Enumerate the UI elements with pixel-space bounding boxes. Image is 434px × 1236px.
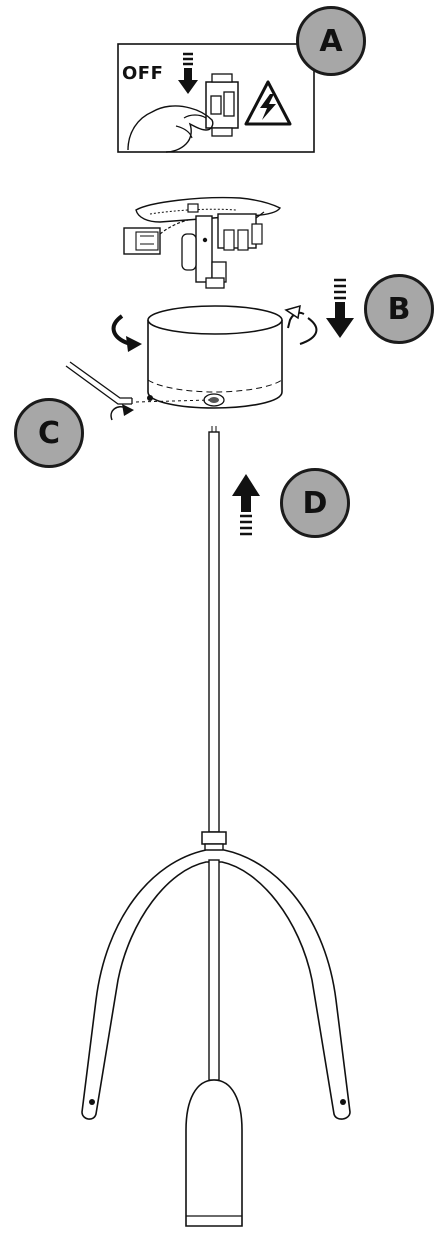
down-arrow-icon <box>326 278 354 338</box>
off-label: OFF <box>122 63 164 84</box>
step-a-badge: A <box>296 6 366 76</box>
step-b-badge: B <box>364 274 434 344</box>
rotate-arrow-icon <box>111 314 142 352</box>
up-arrow-icon <box>232 474 260 536</box>
allen-key-icon <box>65 361 211 421</box>
step-c-badge: C <box>14 398 84 468</box>
power-cord <box>208 426 220 833</box>
power-off-panel <box>117 43 315 153</box>
lamp-socket <box>185 859 243 1227</box>
breaker-switch-icon <box>205 73 239 137</box>
canopy <box>147 305 283 409</box>
high-voltage-warning-icon <box>244 80 292 126</box>
rotate-arrow-icon <box>284 304 318 345</box>
hand-illustration <box>127 105 214 153</box>
ceiling-bracket <box>123 196 282 289</box>
lamp-frame <box>81 831 351 1120</box>
step-d-badge: D <box>280 468 350 538</box>
down-arrow-icon <box>178 52 198 94</box>
